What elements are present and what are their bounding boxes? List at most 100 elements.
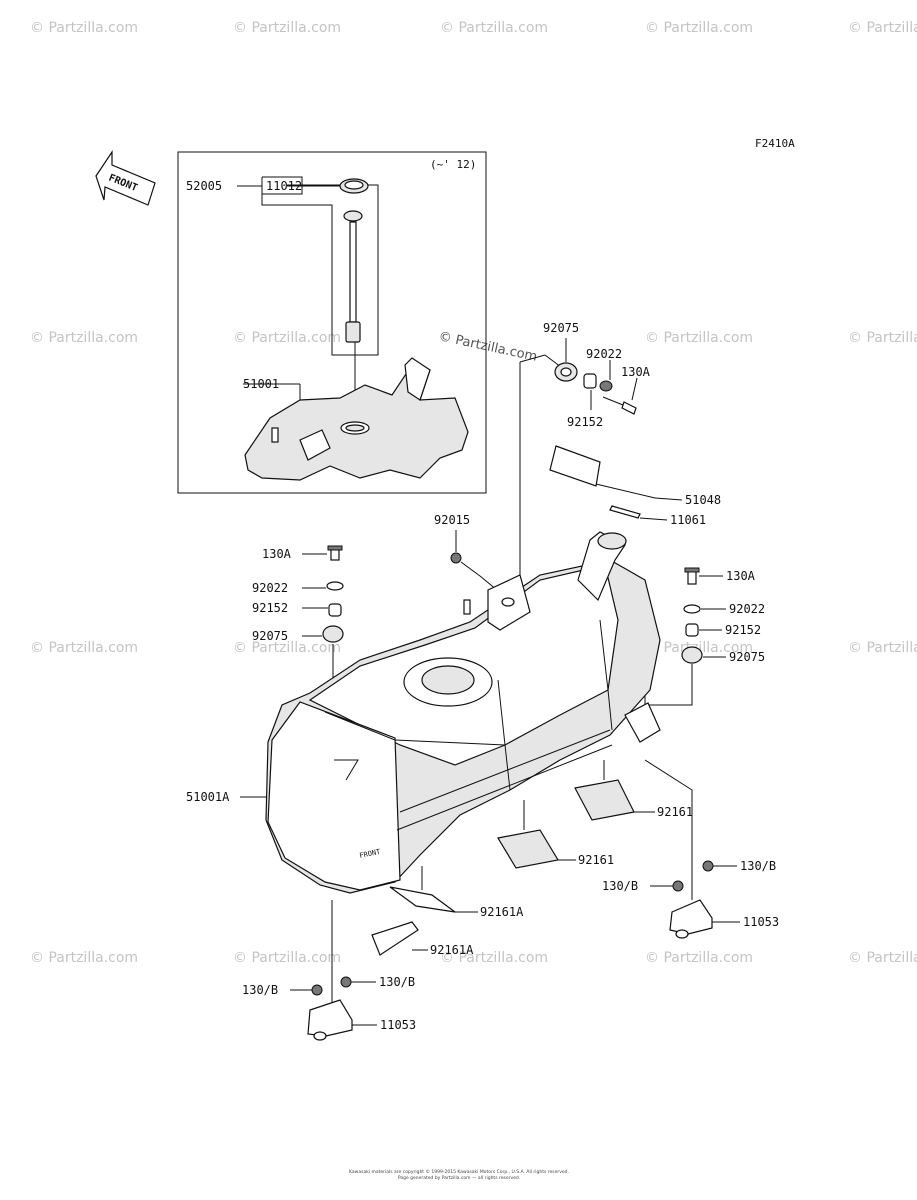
label-130B-ll-2: 130/B [379,975,415,989]
leader-92161-right [603,760,655,813]
watermark: © Partzilla.com [30,950,138,966]
label-11061: 11061 [670,513,706,527]
fuel-tank-51001A: FRONT 51001A [186,531,661,894]
label-92152-top: 92152 [567,415,603,429]
label-11012: 11012 [266,179,302,193]
bolt-130A-left-head [327,545,343,551]
grommet-92075-hole [560,367,572,377]
inset-sender-port-inner [345,424,365,432]
watermark: © Partzilla.com [645,950,753,966]
label-51001: 51001 [243,377,279,391]
sender-rod [349,221,357,323]
label-92022-right: 92022 [729,602,765,616]
inset-note: (~' 12) [430,158,476,171]
label-92161-right: 92161 [657,805,693,819]
label-130A-left: 130A [262,547,292,561]
leader-51048 [595,483,656,499]
label-130B-lr-2: 130/B [740,859,776,873]
inset-filler-neck [404,357,431,401]
watermark: © Partzilla.com [848,330,917,346]
label-92161A-upper: 92161A [480,905,524,919]
grommet-92075-right [681,646,703,664]
pads: 92161 92161 92161A 92161A [371,760,693,957]
pad-92161-center [497,829,559,869]
gasket-11061: 11061 [609,505,706,527]
bracket-11053-right [669,899,713,935]
tank-filler-cap [597,532,627,550]
leader-11061 [639,517,668,521]
pad-92161A-lower [371,921,419,956]
sticker-51048-shape [549,445,601,487]
label-92152-right: 92152 [725,623,761,637]
inset-box: (~' 12) 52005 11012 51001 [177,151,487,494]
grommet-92075-left [322,625,344,643]
label-92152-left: 92152 [252,601,288,615]
label-92075-top: 92075 [543,321,579,335]
watermark: © Partzilla.com [233,20,341,36]
watermark: © Partzilla.com [440,950,548,966]
watermark: © Partzilla.com [848,950,917,966]
pad-92161-right [574,779,635,821]
gasket-11061-shape [609,505,641,519]
sender-float [345,321,361,343]
label-130A-right: 130A [726,569,756,583]
label-130B-ll-1: 130/B [242,983,278,997]
bolt-130A-right-head [684,567,700,573]
tank-rib-1 [324,711,506,746]
bolt-130B-ll-1 [311,984,323,996]
label-92161A-lower: 92161A [430,943,474,957]
tank-rib-4 [399,729,611,813]
watermark: © Partzilla.com [233,640,341,656]
watermark: © Partzilla.com [30,20,138,36]
nut-92015-shape [450,552,462,564]
center-watermark: © Partzilla.com [437,329,538,365]
footer-copyright-2: Page generated by Partzilla.com — all ri… [398,1175,520,1181]
label-11053-right: 11053 [743,915,779,929]
right-mount-stack: 130A 92022 92152 92075 [644,567,765,706]
bracket-11053-left [307,999,353,1037]
bracket-11053-left-foot [313,1031,327,1041]
watermark: © Partzilla.com [645,330,753,346]
watermark: © Partzilla.com [848,640,917,656]
label-92161-center: 92161 [578,853,614,867]
pad-92161A-upper [389,886,456,913]
leader-92015-b [460,561,498,591]
watermark: © Partzilla.com [30,330,138,346]
watermark: © Partzilla.com [848,20,917,36]
watermark: © Partzilla.com [645,640,753,656]
label-92022-left: 92022 [252,581,288,595]
inset-stud [271,427,279,443]
label-130B-lr-1: 130/B [602,879,638,893]
label-130A-top: 130A [621,365,651,379]
footer-copyright: Kawasaki materials are copyright © 1999-… [349,1168,569,1175]
label-92022-top: 92022 [586,347,622,361]
leader-92161-center [523,800,576,861]
tank-right-tab [624,702,661,743]
watermarks: © Partzilla.com © Partzilla.com © Partzi… [30,20,917,966]
leader-lower-right-axis [644,759,693,900]
left-mount-stack: 130A 92022 92152 92075 [252,545,344,690]
inset-frame [177,151,487,494]
collar-92152-left [328,603,342,617]
figure-code: F2410A [755,137,795,150]
label-11053-left: 11053 [380,1018,416,1032]
tank-front-arrow-mark [334,759,359,781]
tank-sender-port-inner [421,665,475,695]
nut-92015: 92015 [434,513,498,591]
label-92075-right: 92075 [729,650,765,664]
washer-92022-right [683,604,701,614]
gasket-11012-inner [344,180,364,190]
bolt-130A-head [621,401,637,415]
front-arrow: FRONT [95,150,156,206]
tank-front-face [267,701,401,891]
leader-130A [631,377,638,401]
leader-51048-b [654,497,683,501]
bolt-130B-ll-2 [340,976,352,988]
inset-bracket [299,429,331,461]
label-92075-left: 92075 [252,629,288,643]
tank-stud [463,599,471,615]
leader-92161A-upper [421,866,478,913]
sender-cap [343,210,363,222]
label-51001A: 51001A [186,790,230,804]
